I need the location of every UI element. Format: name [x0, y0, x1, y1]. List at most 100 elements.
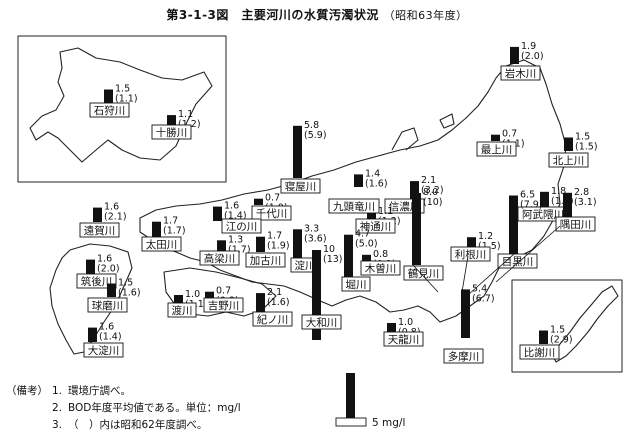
bar	[107, 283, 116, 297]
value-label: 1.7	[267, 231, 282, 242]
honshu-outline	[139, 59, 567, 323]
river-最上川: 0.7(1.1)最上川	[476, 129, 525, 157]
value-label: 3.3	[304, 223, 319, 234]
bar	[88, 327, 97, 342]
bar	[412, 193, 421, 265]
river-name-box	[443, 348, 484, 364]
river-name: 太田川	[146, 238, 178, 251]
bar	[254, 198, 263, 205]
prev-value-label: (1.7)	[228, 244, 251, 255]
value-label: 0.8	[373, 249, 388, 260]
note-num: 3.	[52, 419, 63, 431]
japan-coastline	[17, 35, 623, 373]
river-name: 球磨川	[92, 299, 124, 312]
prev-value-label: (5.0)	[355, 239, 378, 250]
prev-value-label: (1.1)	[115, 94, 138, 105]
river-name-box	[221, 218, 262, 234]
river-石狩川: 1.5(1.1)石狩川	[89, 84, 138, 118]
river-天龍川: 1.0(0.8)天龍川	[383, 317, 424, 347]
value-label: 1.9	[521, 41, 536, 52]
bar	[174, 295, 183, 304]
bar	[93, 207, 102, 222]
river-加古川: 1.7(1.9)加古川	[245, 231, 290, 268]
value-label: 1.1	[178, 109, 193, 120]
river-name-box	[450, 246, 491, 262]
river-千代川: 0.7(1.0)千代川	[251, 193, 292, 221]
value-label: 1.6	[97, 254, 112, 265]
value-label: 1.2	[478, 231, 493, 242]
value-label: 1.5	[118, 278, 133, 289]
prev-value-label: (2.0)	[521, 51, 544, 62]
river-name-box	[519, 344, 560, 360]
river-name: 木曽川	[365, 262, 397, 275]
river-name-box	[79, 222, 120, 238]
river-筑後川: 1.6(2.0)筑後川	[76, 254, 120, 289]
prev-value-label: (5.9)	[304, 130, 327, 141]
river-江の川: 1.6(1.4)江の川	[213, 201, 262, 234]
river-name-box	[252, 311, 293, 327]
pointer-line	[467, 253, 515, 296]
river-name: 遠賀川	[84, 224, 116, 237]
bar	[312, 250, 321, 340]
river-name: 北上川	[553, 155, 585, 167]
bar	[387, 323, 396, 332]
river-name: 十勝川	[156, 126, 188, 139]
river-name: 大淀川	[88, 344, 120, 357]
sado-island	[439, 113, 455, 129]
river-利根川: 1.2(1.5)利根川	[450, 231, 501, 262]
bar	[354, 174, 363, 187]
bar	[461, 289, 470, 338]
river-球磨川: 1.5(1.6)球磨川	[87, 278, 141, 313]
note-num: 1.	[52, 385, 63, 397]
hokkaido-inset-frame	[17, 35, 227, 183]
river-marks: 1.5(1.1)石狩川1.1(1.2)十勝川1.9(2.0)岩木川0.7(1.1…	[76, 41, 598, 364]
value-label: 8.0	[423, 187, 438, 198]
bar	[167, 115, 176, 125]
value-label: 1.5	[575, 132, 590, 143]
bar	[564, 137, 573, 151]
river-name-box	[87, 297, 128, 313]
value-label: 1.5	[550, 325, 565, 336]
bar	[256, 236, 265, 252]
river-name: 利根川	[455, 248, 487, 261]
river-name: 多摩川	[448, 350, 480, 363]
river-鶴見川: 8.0(10)鶴見川	[403, 187, 444, 281]
river-name-box	[251, 205, 292, 221]
river-高梁川: 1.3(1.7)高梁川	[199, 234, 251, 266]
value-label: 2.1	[421, 175, 436, 186]
value-label: 2.1	[267, 287, 282, 298]
legend-label: 5 mg/l	[372, 417, 405, 429]
river-name-box	[141, 236, 182, 252]
value-label: 5.8	[304, 120, 319, 131]
river-name-box	[476, 141, 517, 157]
river-name-box	[245, 252, 286, 268]
river-name-box	[203, 297, 244, 313]
prev-value-label: (2.0)	[97, 264, 120, 275]
bar	[367, 212, 376, 222]
prev-value-label: (1.6)	[365, 178, 388, 189]
bar	[256, 293, 265, 312]
river-name: 大和川	[306, 316, 338, 329]
river-name-box	[383, 331, 424, 347]
value-label: 1.6	[224, 201, 239, 212]
bar	[293, 125, 302, 178]
river-寝屋川: 5.8(5.9)寝屋川	[280, 120, 327, 194]
river-name-box	[199, 250, 240, 266]
value-label: 0.7	[216, 286, 231, 297]
legend-bar	[346, 373, 355, 418]
legend-base	[335, 417, 367, 427]
bar	[104, 89, 113, 103]
prev-value-label: (2.1)	[104, 212, 127, 223]
river-name: 石狩川	[94, 104, 126, 117]
value-label: 1.7	[163, 216, 178, 227]
prev-value-label: (3.2)	[421, 185, 444, 196]
note-row-1: （備考） 1. 環境庁調べ。	[6, 383, 241, 400]
okinawa-inset-frame	[511, 279, 623, 373]
river-大和川: 10(13)大和川	[301, 244, 343, 340]
prev-value-label: (1.5)	[575, 142, 598, 153]
prev-value-label: (1.9)	[551, 196, 574, 207]
bar	[344, 234, 353, 277]
river-name: 神通川	[360, 220, 392, 233]
river-隅田川: 2.8(3.1)隅田川	[555, 187, 597, 232]
value-label: 1.1	[378, 206, 393, 217]
